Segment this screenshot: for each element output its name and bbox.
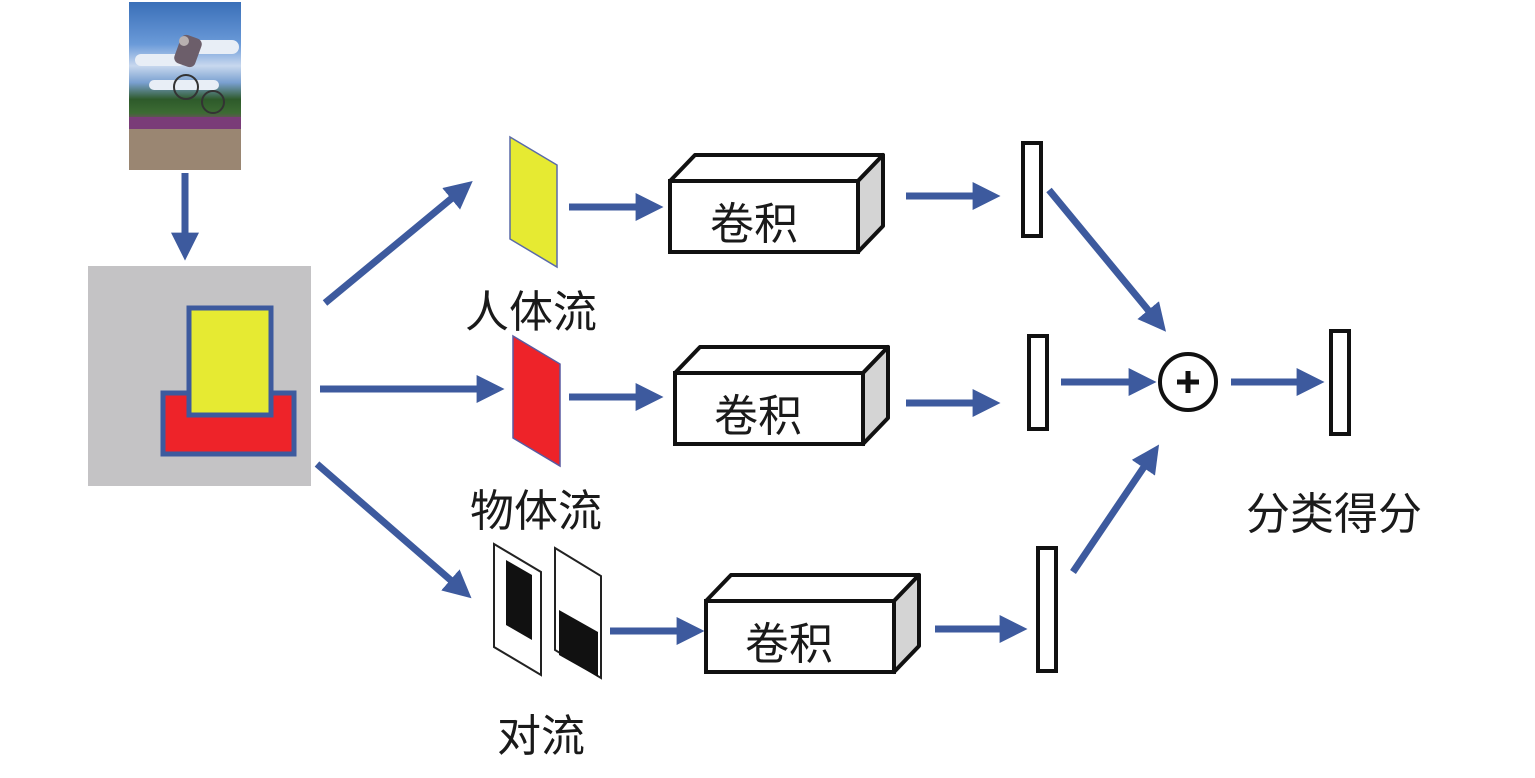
classification-score-label: 分类得分 xyxy=(1246,489,1422,540)
human-region-box xyxy=(186,305,274,418)
arrow-pair-to-fusion xyxy=(1070,444,1160,574)
object-stream-label: 物体流 xyxy=(470,486,602,537)
conv-block-pair xyxy=(704,573,921,674)
output-score-vector xyxy=(1329,329,1351,436)
conv-block-object xyxy=(673,345,890,446)
region-map xyxy=(88,266,311,486)
object-score-vector xyxy=(1027,334,1049,431)
circled-plus-icon xyxy=(1158,352,1218,412)
arrow-to-human-stream xyxy=(322,180,473,306)
pair-feature-maps xyxy=(493,542,602,680)
input-image xyxy=(129,2,241,170)
conv-block-human xyxy=(668,153,885,254)
object-feature-map xyxy=(512,334,561,468)
pair-stream-label: 对流 xyxy=(497,711,585,762)
human-feature-map xyxy=(509,135,558,269)
pair-score-vector xyxy=(1036,546,1058,673)
arrow-to-pair-stream xyxy=(314,461,472,599)
human-score-vector xyxy=(1021,141,1043,238)
conv-label-human: 卷积 xyxy=(710,199,798,250)
conv-label-object: 卷积 xyxy=(714,391,802,442)
human-stream-label: 人体流 xyxy=(465,287,597,338)
arrow-human-to-fusion xyxy=(1046,187,1167,332)
conv-label-pair: 卷积 xyxy=(745,619,833,670)
